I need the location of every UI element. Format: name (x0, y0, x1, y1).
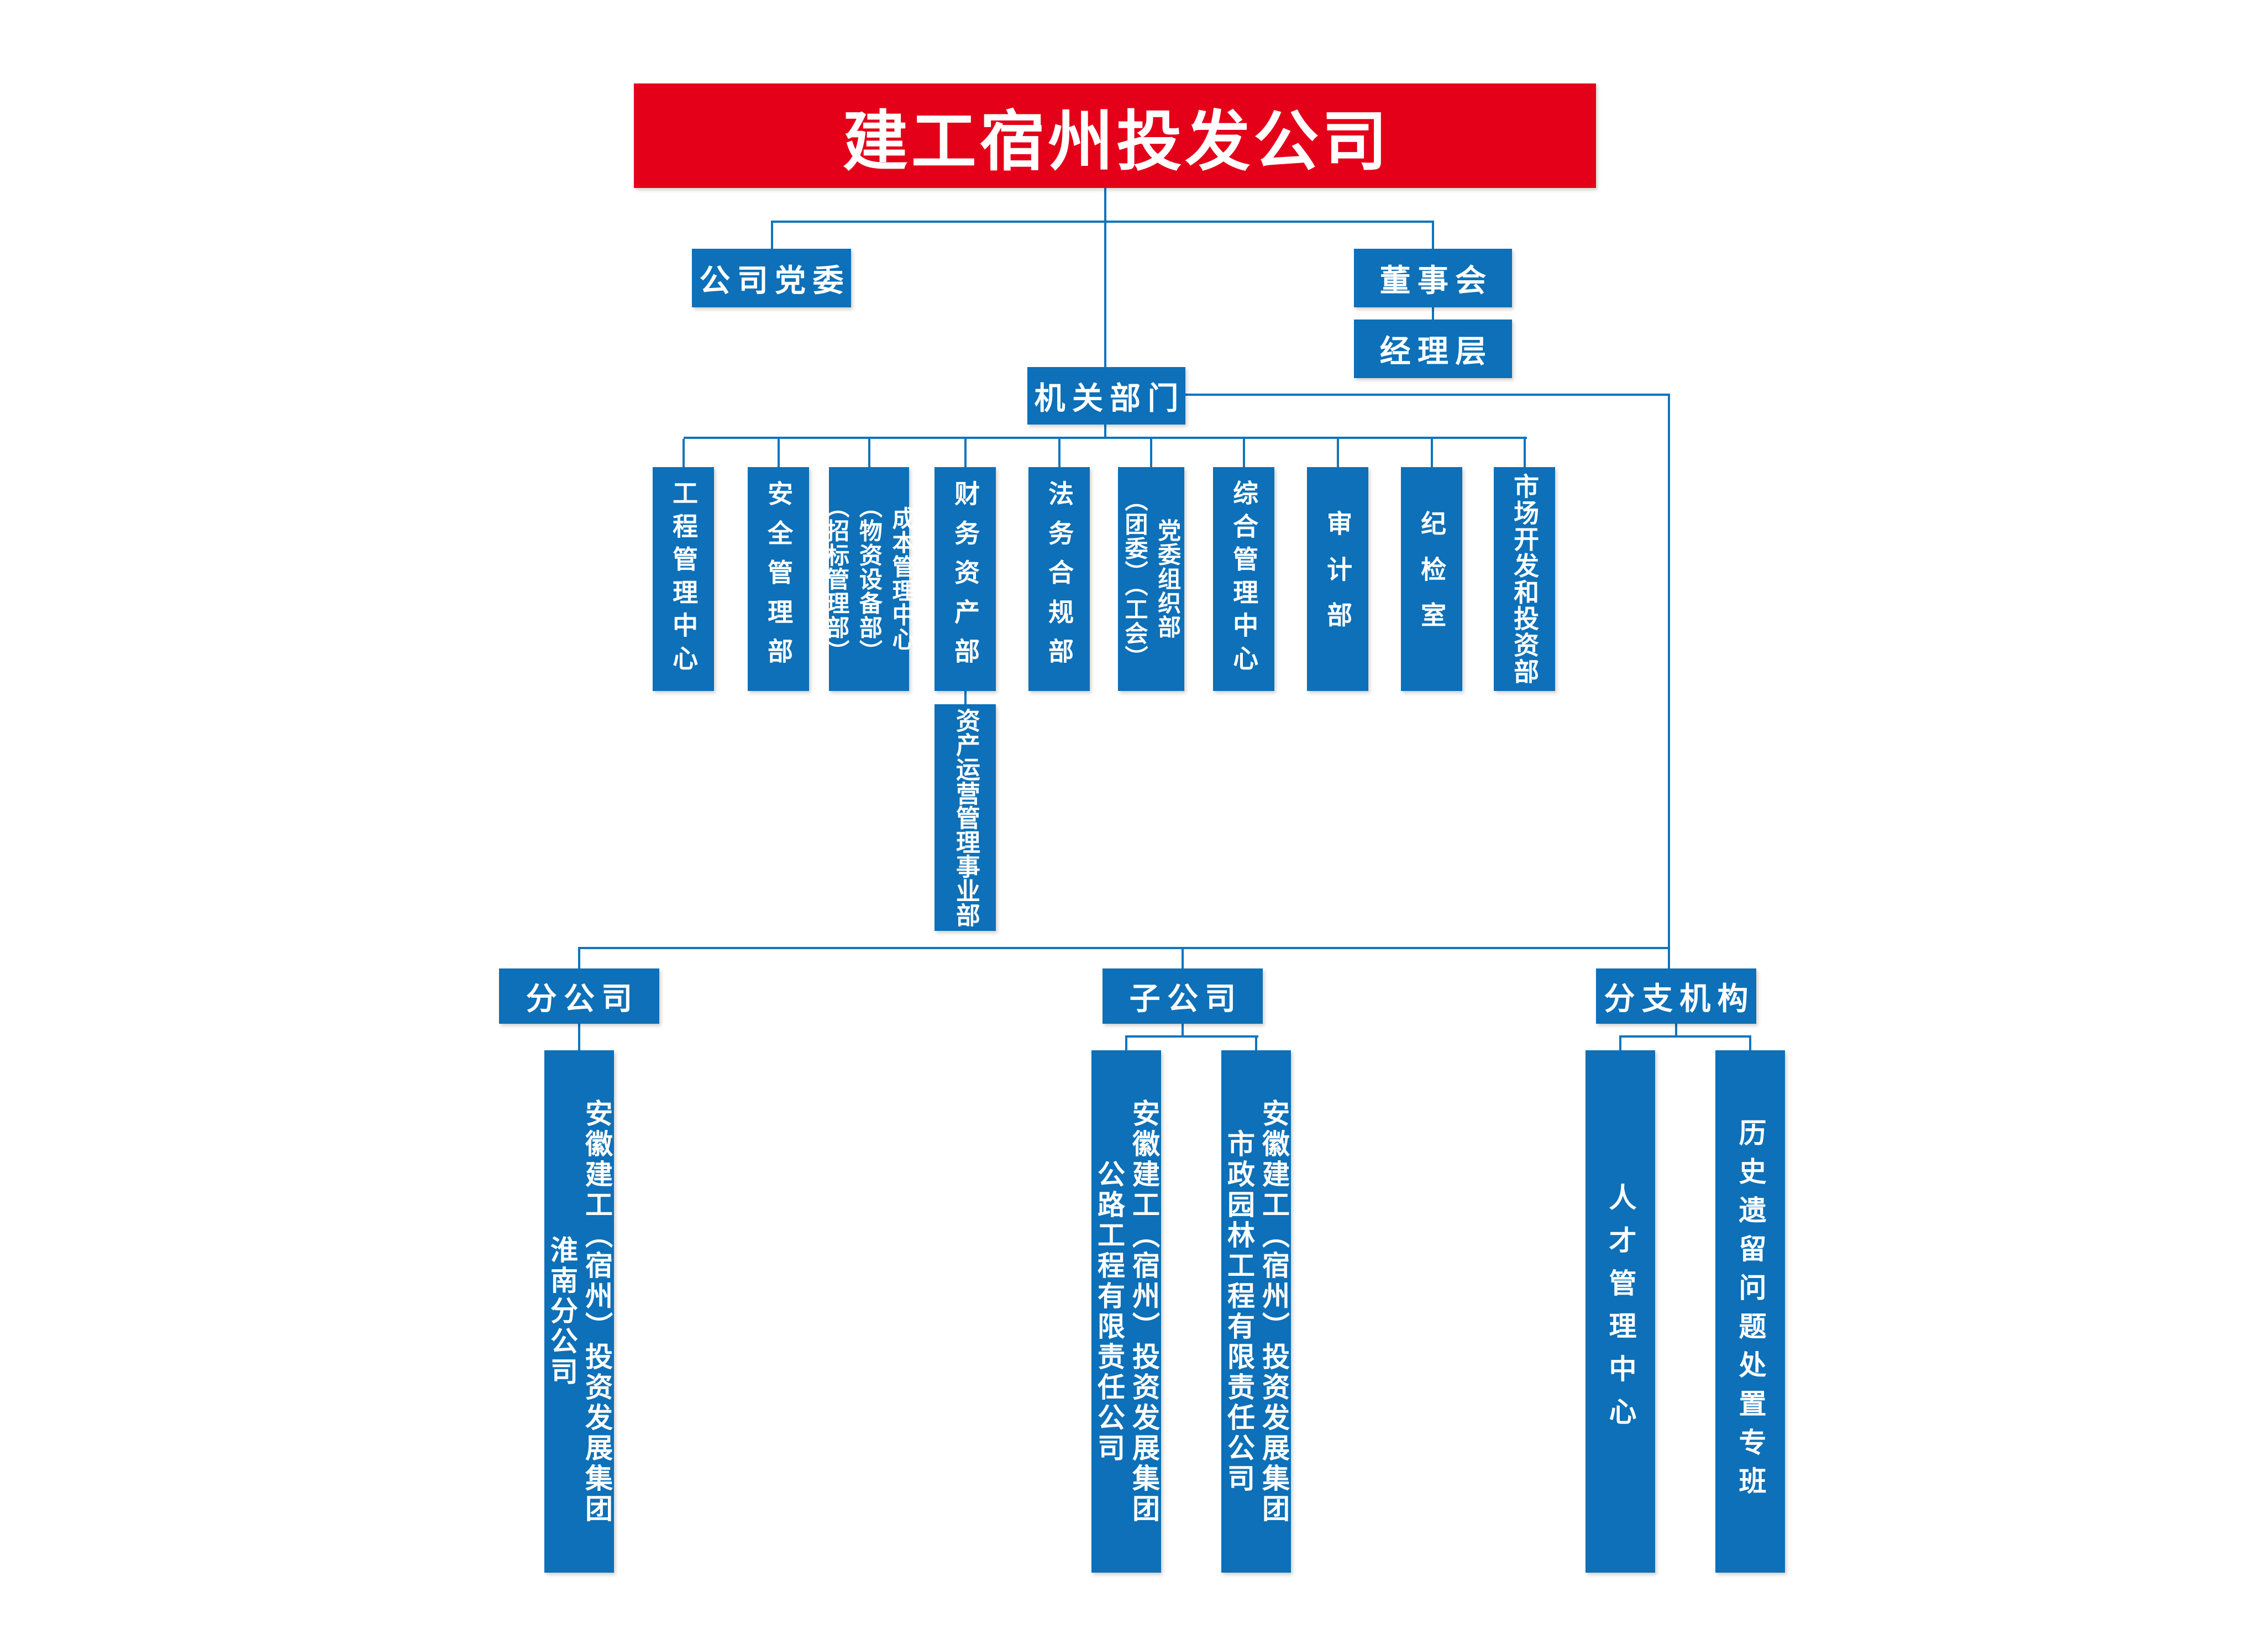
connector-inst-child1-drop (1619, 1035, 1621, 1050)
connector-subsidiaries-drop (1182, 947, 1184, 968)
dept-label: 审计部 (1324, 510, 1353, 648)
dept-label: 党委组织部 （团委）（工会） (1122, 488, 1181, 670)
connector-hq-right-hline (1185, 394, 1670, 396)
entity-label: 安徽建工（宿州）投资发展集团 淮南分公司 (547, 1098, 612, 1525)
management-label: 经理层 (1379, 333, 1493, 369)
asset-operation-label: 资产运营管理事业部 (952, 708, 979, 927)
box-municipal-landscape-co: 安徽建工（宿州）投资发展集团 市政园林工程有限责任公司 (1221, 1050, 1291, 1573)
connector-dept-drop-10 (1524, 439, 1526, 467)
connector-sub-split-h (1125, 1035, 1258, 1038)
dept-box-legal-compliance-dept: 法务合规部 (1028, 467, 1090, 691)
connector-dept-drop-5 (1058, 439, 1060, 467)
connector-board-management (1432, 307, 1434, 320)
connector-inst-split-v (1675, 1024, 1677, 1035)
dept-box-engineering-mgmt-center: 工程管理中心 (653, 467, 714, 691)
dept-label: 安全管理部 (764, 480, 794, 678)
entity-label: 人才管理中心 (1605, 1183, 1636, 1440)
box-legacy-issues-team: 历史遗留问题处置专班 (1715, 1050, 1785, 1573)
entity-label: 历史遗留问题处置专班 (1735, 1118, 1766, 1505)
connector-dept-drop-6 (1150, 439, 1152, 467)
board-label: 董事会 (1379, 263, 1493, 298)
subsidiaries-label: 子公司 (1129, 981, 1243, 1016)
box-subsidiaries: 子公司 (1102, 968, 1263, 1024)
hq-label: 机关部门 (1034, 380, 1185, 416)
connector-dept-drop-3 (868, 439, 870, 467)
box-talent-mgmt-center: 人才管理中心 (1586, 1050, 1655, 1573)
entity-label: 安徽建工（宿州）投资发展集团 市政园林工程有限责任公司 (1224, 1098, 1289, 1525)
connector-party-drop (771, 221, 773, 249)
dept-label: 成本管理中心 （物资设备部） （招标管理部） (823, 494, 915, 664)
connector-sub-split-v (1182, 1024, 1184, 1035)
dept-box-discipline-inspection-office: 纪检室 (1401, 467, 1462, 691)
connector-sub-child2-drop (1255, 1035, 1257, 1050)
connector-dept-drop-9 (1431, 439, 1433, 467)
connector-branchco-drop (578, 947, 580, 968)
entity-label: 安徽建工（宿州）投资发展集团 公路工程有限责任公司 (1094, 1098, 1159, 1525)
connector-bottom-hline (578, 947, 1670, 949)
connector-branchco-child (578, 1024, 580, 1050)
dept-label: 财务资产部 (951, 480, 980, 678)
box-asset-operation-dept: 资产运营管理事业部 (935, 704, 996, 931)
company-title: 建工宿州投发公司 (842, 106, 1391, 179)
dept-box-market-dev-investment-dept: 市场开发和投资部 (1494, 467, 1555, 691)
connector-dept-drop-7 (1243, 439, 1245, 467)
company-title-box: 建工宿州投发公司 (634, 83, 1596, 188)
party-committee-label: 公司党委 (699, 263, 851, 298)
branch-institutions-label: 分支机构 (1604, 981, 1755, 1016)
dept-label: 综合管理中心 (1230, 480, 1259, 678)
dept-label: 纪检室 (1418, 510, 1447, 648)
connector-hq-stub (1104, 425, 1106, 437)
dept-box-cost-mgmt-center: 成本管理中心 （物资设备部） （招标管理部） (823, 467, 915, 691)
connector-root-vline (1104, 186, 1106, 367)
branch-company-label: 分公司 (526, 981, 639, 1016)
connector-board-drop (1432, 221, 1434, 249)
connector-asset-operation (964, 691, 967, 704)
connector-dept-hline (684, 437, 1527, 439)
connector-dept-drop-4 (964, 439, 967, 467)
dept-box-party-organization-dept: 党委组织部 （团委）（工会） (1118, 467, 1184, 691)
box-huainan-branch: 安徽建工（宿州）投资发展集团 淮南分公司 (544, 1050, 614, 1573)
box-hq-departments: 机关部门 (1027, 367, 1185, 425)
connector-dept-drop-2 (778, 439, 780, 467)
box-management-level: 经理层 (1354, 320, 1512, 378)
dept-box-finance-asset-dept: 财务资产部 (935, 467, 996, 691)
dept-label: 市场开发和投资部 (1510, 473, 1540, 685)
connector-inst-child2-drop (1749, 1035, 1751, 1050)
connector-dept-drop-1 (683, 439, 685, 467)
box-party-committee: 公司党委 (692, 249, 851, 307)
dept-box-safety-mgmt-dept: 安全管理部 (748, 467, 809, 691)
box-board-of-directors: 董事会 (1354, 249, 1512, 307)
box-highway-engineering-co: 安徽建工（宿州）投资发展集团 公路工程有限责任公司 (1091, 1050, 1161, 1573)
connector-top-split-hline (771, 221, 1434, 223)
box-branch-company: 分公司 (499, 968, 659, 1024)
connector-sub-child1-drop (1125, 1035, 1127, 1050)
dept-label: 工程管理中心 (669, 480, 699, 678)
box-branch-institutions: 分支机构 (1596, 968, 1756, 1024)
dept-box-audit-dept: 审计部 (1307, 467, 1368, 691)
connector-inst-split-h (1619, 1035, 1751, 1038)
dept-label: 法务合规部 (1045, 480, 1074, 678)
connector-right-vline (1668, 394, 1670, 968)
connector-dept-drop-8 (1337, 439, 1339, 467)
dept-box-general-mgmt-center: 综合管理中心 (1213, 467, 1274, 691)
